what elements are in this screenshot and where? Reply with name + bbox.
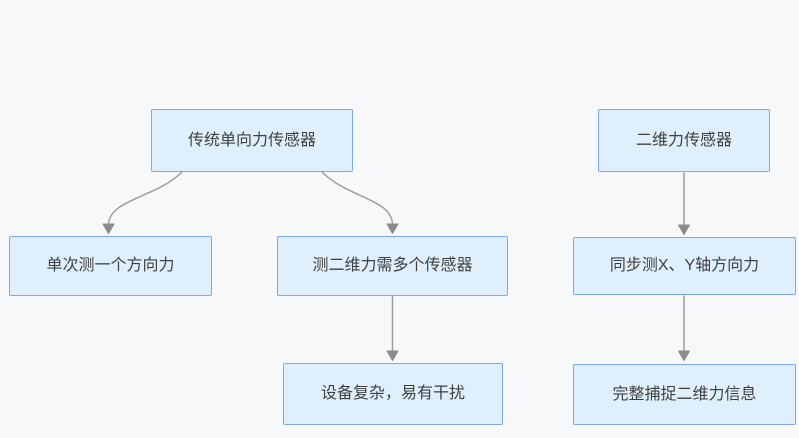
arrowhead-down-icon	[386, 350, 399, 361]
edge-twodim-to-syncxy	[678, 172, 690, 235]
node-full-capture-label: 完整捕捉二维力信息	[612, 385, 757, 403]
node-single-direction-label: 单次测一个方向力	[46, 257, 175, 275]
node-traditional-sensor-label: 传统单向力传感器	[187, 131, 316, 149]
arrowhead-down-icon	[678, 224, 690, 235]
arrowhead-down-icon	[678, 350, 690, 361]
node-multi-sensor-needed[interactable]: 测二维力需多个传感器	[277, 236, 508, 296]
edge-traditional-to-multi-sensor	[321, 171, 399, 234]
node-sync-xy-measure-label: 同步测X、Y轴方向力	[609, 257, 760, 275]
node-two-dim-sensor-label: 二维力传感器	[635, 131, 732, 149]
edge-multi-sensor-to-complex	[386, 296, 399, 361]
node-single-direction[interactable]: 单次测一个方向力	[9, 236, 212, 296]
edge-syncxy-to-capture	[678, 295, 690, 361]
edge-traditional-to-single-direction	[102, 171, 183, 234]
node-two-dim-sensor[interactable]: 二维力传感器	[598, 109, 770, 172]
node-complex-interference-label: 设备复杂，易有干扰	[320, 385, 465, 403]
node-sync-xy-measure[interactable]: 同步测X、Y轴方向力	[573, 237, 796, 295]
node-multi-sensor-needed-label: 测二维力需多个传感器	[312, 257, 473, 275]
node-traditional-sensor[interactable]: 传统单向力传感器	[151, 109, 353, 172]
arrowhead-down-icon	[102, 223, 115, 234]
node-full-capture[interactable]: 完整捕捉二维力信息	[573, 364, 796, 425]
arrowhead-down-icon	[386, 223, 399, 234]
node-complex-interference[interactable]: 设备复杂，易有干扰	[283, 363, 503, 425]
